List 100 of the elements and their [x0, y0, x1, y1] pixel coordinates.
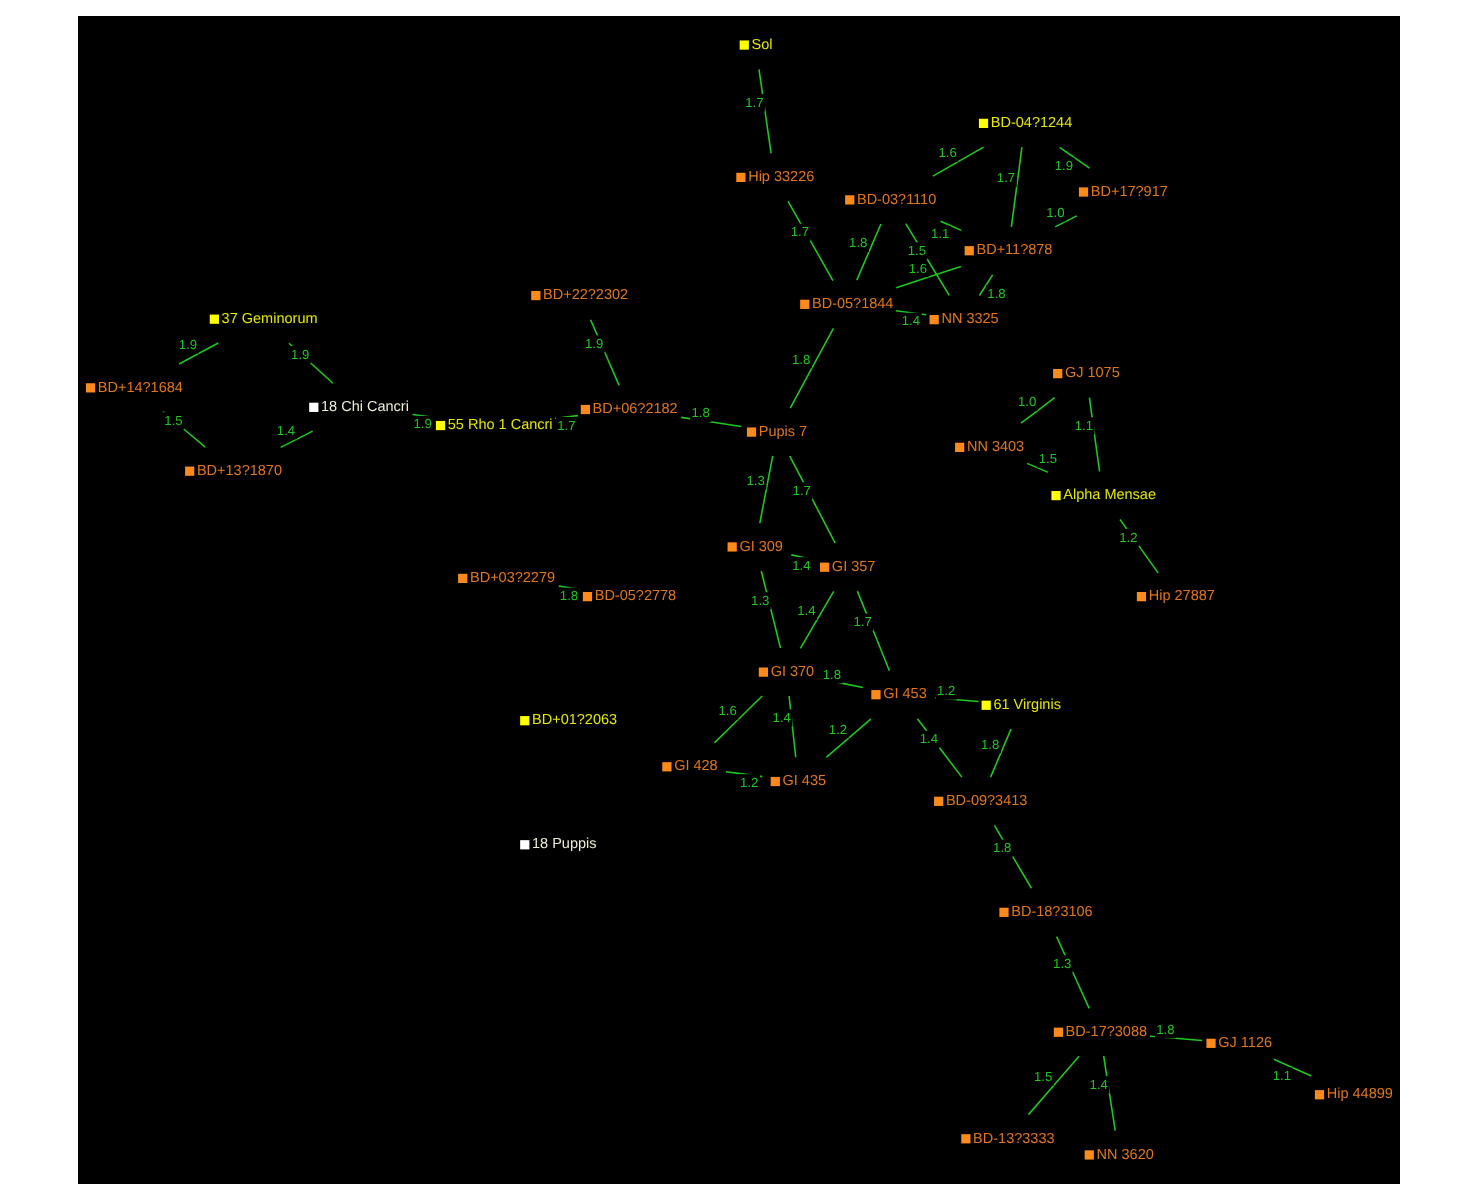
node-box	[735, 172, 745, 182]
connector	[1026, 1055, 1079, 1116]
node-label: BD+22?2302	[542, 285, 628, 304]
node-box	[769, 776, 779, 787]
node-box	[870, 690, 880, 700]
node-label: BD-18?3106	[1010, 902, 1092, 921]
node-box	[963, 246, 973, 256]
node-box	[661, 762, 671, 772]
node-label: NN 3620	[1095, 1144, 1153, 1163]
node-label: GJ 1075	[1063, 363, 1119, 382]
connector	[855, 223, 881, 281]
node-box	[581, 592, 592, 602]
connector	[787, 695, 796, 759]
connector	[977, 274, 993, 297]
node-label: Hip 44899	[1325, 1084, 1392, 1103]
node-label: 61 Virginis	[992, 694, 1060, 713]
node-label: BD-03?1110	[856, 189, 936, 208]
node-box	[1205, 1038, 1215, 1048]
connector	[1025, 462, 1048, 473]
connector	[938, 220, 962, 232]
node-box	[1050, 490, 1060, 501]
connector	[798, 590, 834, 650]
node-label: BD-17?3088	[1064, 1021, 1147, 1040]
node-box	[977, 118, 988, 128]
node-box	[434, 420, 445, 431]
node-box	[579, 404, 589, 415]
node-box	[1077, 187, 1088, 197]
connector	[1148, 1035, 1202, 1042]
node-label: BD+17?917	[1089, 181, 1167, 200]
node-box	[308, 402, 318, 412]
node-label: BD-13?3333	[972, 1128, 1054, 1147]
connector	[1272, 1058, 1312, 1077]
node-box	[998, 907, 1008, 917]
node-box	[745, 427, 756, 437]
connector	[588, 318, 619, 387]
node-label: GI 309	[738, 536, 782, 555]
connector	[988, 728, 1011, 778]
connector	[855, 590, 890, 672]
node-label: GJ 1126	[1217, 1033, 1272, 1052]
node-label: BD+11?878	[975, 240, 1052, 259]
node-box	[799, 299, 809, 309]
node-box	[726, 542, 736, 552]
node-label: BD+03?2279	[469, 568, 555, 587]
connector	[1009, 146, 1022, 228]
node-label: NN 3325	[940, 309, 998, 328]
node-label: Pupis 7	[757, 421, 807, 440]
connector	[758, 455, 773, 524]
node-label: Hip 33226	[747, 167, 814, 186]
node-label: GI 370	[769, 661, 814, 680]
connector	[894, 265, 961, 289]
node-box	[457, 573, 467, 583]
node-label: 37 Geminorum	[220, 308, 317, 327]
connector	[724, 770, 763, 778]
connector	[278, 430, 313, 449]
node-box	[844, 195, 854, 205]
node-box	[1135, 592, 1146, 602]
connector	[1057, 146, 1090, 169]
node-box	[928, 315, 938, 325]
node-label: Alpha Mensae	[1062, 485, 1156, 504]
node-label: BD+06?2182	[591, 399, 677, 418]
node-label: GI 435	[781, 771, 826, 790]
node-label: BD-09?3413	[944, 791, 1027, 810]
connector	[1054, 935, 1089, 1010]
node-box	[530, 290, 540, 301]
node-box	[84, 383, 95, 393]
node-label: BD-05?2778	[593, 586, 676, 605]
connector	[553, 414, 578, 420]
node-label: Sol	[750, 34, 772, 53]
connector	[1087, 396, 1100, 473]
node-label: Hip 27887	[1147, 586, 1214, 605]
node-label: BD+13?1870	[195, 460, 282, 479]
connector	[1053, 215, 1077, 228]
node-box	[1083, 1150, 1093, 1160]
node-box	[519, 716, 529, 726]
node-box	[933, 796, 943, 806]
node-label: GI 357	[830, 556, 875, 575]
connector	[679, 416, 741, 428]
node-label: 55 Rho 1 Cancri	[446, 415, 552, 434]
node-label: 18 Puppis	[531, 834, 596, 853]
node-label: GI 428	[673, 756, 717, 775]
node-label: 18 Chi Cancri	[320, 397, 408, 416]
node-box	[980, 700, 990, 710]
node-label: BD+01?2063	[531, 710, 617, 729]
node-box	[954, 442, 964, 452]
node-box	[184, 466, 194, 476]
node-box	[519, 840, 529, 850]
node-label: NN 3403	[965, 437, 1024, 456]
connector	[1101, 1055, 1115, 1132]
node-box	[819, 562, 829, 572]
connector	[177, 342, 219, 365]
node-box	[738, 40, 748, 50]
node-box	[1052, 1027, 1062, 1037]
node-box	[208, 314, 218, 324]
connector	[933, 697, 979, 703]
node-label: BD+14?1684	[96, 377, 182, 396]
node-box	[1313, 1090, 1324, 1100]
node-label: GI 453	[882, 684, 926, 703]
connector	[1019, 396, 1055, 424]
node-label: BD-04?1244	[989, 113, 1072, 132]
connector	[757, 68, 771, 155]
